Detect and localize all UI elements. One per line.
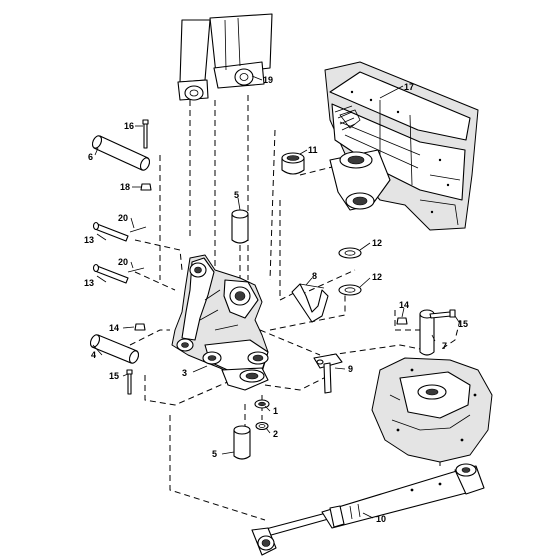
callout-8: 8 (312, 271, 317, 281)
callout-4: 4 (91, 350, 96, 360)
callout-14-right: 14 (399, 300, 409, 310)
swing-bracket-part-3 (171, 254, 269, 391)
callout-17: 17 (404, 82, 414, 92)
bracket-part-8 (291, 283, 329, 323)
pin-part-6 (91, 135, 151, 171)
callout-labels: 19 17 16 11 6 18 5 20 13 12 20 8 12 13 1… (84, 75, 468, 524)
pin-part-4 (89, 334, 140, 364)
pivot-pin-part-9 (313, 353, 343, 394)
callout-14-left: 14 (109, 323, 119, 333)
callout-10: 10 (376, 514, 386, 524)
callout-11: 11 (308, 145, 318, 155)
boom-arm-part-19 (177, 13, 273, 101)
callout-5-lower: 5 (212, 449, 217, 459)
callout-2: 2 (273, 429, 278, 439)
o-ring-part-1 (254, 399, 270, 409)
snap-ring-part-2 (255, 421, 269, 431)
callout-12-upper: 12 (372, 238, 382, 248)
callout-3: 3 (182, 368, 187, 378)
pin-part-13-upper (92, 221, 129, 242)
callout-13-lower: 13 (84, 278, 94, 288)
callout-18: 18 (120, 182, 130, 192)
pin-part-13-lower (92, 263, 129, 284)
callout-13-upper: 13 (84, 235, 94, 245)
nut-part-14-left (134, 323, 146, 331)
bushing-part-5-lower (233, 425, 251, 460)
callout-9: 9 (348, 364, 353, 374)
nut-part-14-right (396, 317, 408, 325)
callout-19: 19 (263, 75, 273, 85)
callout-1: 1 (273, 406, 278, 416)
callout-7: 7 (442, 341, 447, 351)
nut-part-18 (140, 183, 152, 191)
callout-5-upper: 5 (234, 190, 239, 200)
cotter-pin-part-20-lower (127, 267, 145, 273)
cotter-pin-part-20-upper (129, 226, 147, 233)
callout-20-lower: 20 (118, 257, 128, 267)
bushing-part-11 (281, 152, 305, 175)
frame-section-lower (371, 357, 493, 463)
callout-leaders (92, 75, 460, 519)
bolt-part-15-left (126, 369, 133, 395)
washer-part-12-upper (338, 247, 362, 259)
callout-6: 6 (88, 152, 93, 162)
main-frame-part-17 (324, 61, 479, 231)
callout-20-upper: 20 (118, 213, 128, 223)
callout-16: 16 (124, 121, 134, 131)
hydraulic-cylinder-part-10 (251, 463, 485, 556)
bolt-part-15-right (429, 309, 456, 319)
bushing-part-5-upper (231, 209, 249, 244)
callout-12-lower: 12 (372, 272, 382, 282)
callout-15-right: 15 (458, 319, 468, 329)
callout-15-left: 15 (109, 371, 119, 381)
bolt-part-16 (142, 119, 149, 149)
washer-part-12-lower (338, 284, 362, 296)
